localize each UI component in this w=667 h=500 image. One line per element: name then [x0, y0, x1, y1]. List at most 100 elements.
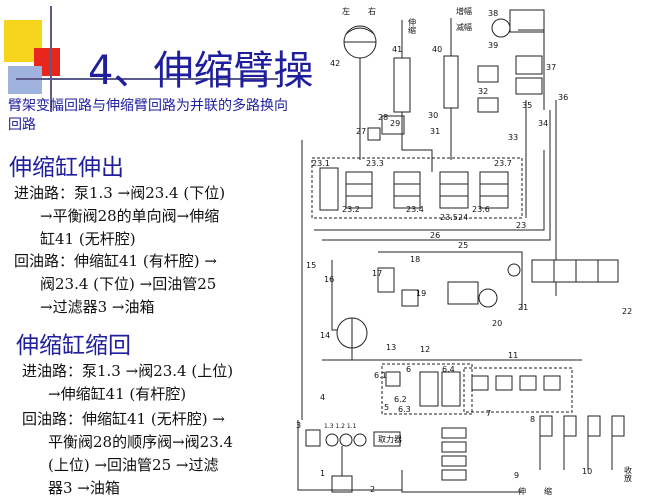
num-21: 21 [518, 303, 528, 312]
num-7: 7 [486, 409, 491, 418]
num-40: 40 [432, 45, 442, 54]
num-17: 17 [372, 269, 382, 278]
num-15: 15 [306, 261, 316, 270]
num-23-1: 23.1 [312, 159, 330, 168]
num-8: 8 [530, 415, 535, 424]
telescopic-directional-valve [439, 171, 469, 209]
extend-supply-line1: 进油路：泵1.3 →阀23.4 (下位) [14, 184, 226, 202]
num-33: 33 [508, 133, 518, 142]
num-6-3: 6.3 [398, 405, 411, 414]
num-42: 42 [330, 59, 340, 68]
label-right: 右 [368, 6, 376, 16]
num-5: 5 [384, 403, 389, 412]
num-34: 34 [538, 119, 548, 128]
num-6: 6 [406, 365, 411, 374]
num-31: 31 [430, 127, 440, 136]
retract-supply-line1: 进油路：泵1.3 →阀23.4 (上位) [22, 362, 234, 380]
hydraulic-schematic: 左 右 伸缩 增幅 减幅 42 41 40 38 39 37 29 28 27 … [296, 6, 633, 496]
pump-1 [325, 433, 339, 447]
extend-supply-line3: 缸41 (无杆腔) [40, 230, 136, 248]
num-13: 13 [386, 343, 396, 352]
solenoid-valve [531, 259, 619, 283]
num-38: 38 [488, 9, 498, 18]
num-37: 37 [546, 63, 556, 72]
pump-numbers: 1.3 1.2 1.1 [324, 423, 357, 430]
num-23-4: 23.4 [406, 205, 424, 214]
label-extend-bottom: 伸 [518, 486, 526, 496]
num-11: 11 [508, 351, 518, 360]
decor-horizontal-line [16, 78, 278, 80]
retract-heading: 伸缩缸缩回 [16, 333, 131, 359]
balance-valve [381, 115, 405, 135]
multiway-valve-block [311, 157, 523, 219]
extend-return-line1: 回油路：伸缩缸41 (有杆腔) → [14, 252, 217, 270]
num-41: 41 [392, 45, 402, 54]
extend-supply-path: 进油路：泵1.3 →阀23.4 (下位) →平衡阀28的单向阀→伸缩 缸41 (… [14, 182, 284, 251]
decor-vertical-line [50, 6, 52, 112]
num-9: 9 [514, 471, 519, 480]
retract-return-line2: 平衡阀28的顺序阀→阀23.4 [48, 433, 234, 451]
num-25: 25 [458, 241, 468, 250]
extend-supply-line2: →平衡阀28的单向阀→伸缩 [40, 207, 220, 225]
num-6-1: 6.1 [374, 371, 387, 380]
pto-box [373, 431, 401, 447]
filter [305, 429, 321, 447]
intro-text: 臂架变幅回路与伸缩臂回路为并联的多路换向回路 [8, 98, 288, 133]
num-20: 20 [492, 319, 502, 328]
winch-block [509, 9, 545, 33]
retract-return-line4: 器3 →油箱 [48, 479, 120, 497]
num-14: 14 [320, 331, 330, 340]
num-26: 26 [430, 231, 440, 240]
num-23-2: 23.2 [342, 205, 360, 214]
label-retract-bottom: 缩 [544, 486, 552, 496]
luffing-cylinder [443, 55, 459, 109]
num-23: 23 [516, 221, 526, 230]
pump-3 [353, 433, 367, 447]
label-retract-vertical: 收放 [624, 465, 633, 483]
label-luffing-down: 减幅 [456, 22, 472, 32]
extend-heading: 伸缩缸伸出 [9, 155, 124, 181]
num-6-4: 6.4 [442, 365, 455, 374]
num-10: 10 [582, 467, 592, 476]
label-luffing-up: 增幅 [456, 6, 472, 16]
outrigger-selector-block [463, 367, 573, 413]
retract-return-line3: (上位) →回油管25 →过滤 [48, 456, 219, 474]
num-39: 39 [488, 41, 498, 50]
telescopic-cylinder [393, 57, 411, 113]
num-30: 30 [428, 111, 438, 120]
retract-supply-path: 进油路：泵1.3 →阀23.4 (上位) →伸缩缸41 (有杆腔) [22, 360, 292, 406]
num-35: 35 [522, 101, 532, 110]
extend-return-line2: 阀23.4 (下位) →回油管25 [40, 275, 217, 293]
num-32: 32 [478, 87, 488, 96]
retract-return-path: 回油路：伸缩缸41 (无杆腔) → 平衡阀28的顺序阀→阀23.4 (上位) →… [22, 408, 292, 500]
decor-blue-square [8, 66, 42, 94]
num-36: 36 [558, 93, 568, 102]
num-16: 16 [324, 275, 334, 284]
retract-return-line1: 回油路：伸缩缸41 (无杆腔) → [22, 410, 225, 428]
pto-label: 取力器 [378, 434, 402, 444]
label-left: 左 [342, 6, 350, 16]
num-2: 2 [370, 485, 375, 494]
relief-valve [377, 267, 395, 293]
num-24: 24 [458, 213, 468, 222]
motor-arrow [345, 27, 375, 35]
num-18: 18 [410, 255, 420, 264]
pump-2 [339, 433, 353, 447]
num-29: 29 [390, 119, 400, 128]
num-19: 19 [416, 289, 426, 298]
num-1: 1 [320, 469, 325, 478]
extend-return-path: 回油路：伸缩缸41 (有杆腔) → 阀23.4 (下位) →回油管25 →过滤器… [14, 250, 284, 319]
num-6-2: 6.2 [394, 395, 407, 404]
num-23-3: 23.3 [366, 159, 384, 168]
num-28: 28 [378, 113, 388, 122]
num-23-6: 23.6 [472, 205, 490, 214]
num-22: 22 [622, 307, 632, 316]
num-4: 4 [320, 393, 325, 402]
num-23-7: 23.7 [494, 159, 512, 168]
num-23-5: 23.5 [440, 213, 458, 222]
num-12: 12 [420, 345, 430, 354]
label-extend-word: 伸缩 [408, 17, 417, 35]
extend-return-line3: →过滤器3 →油箱 [40, 298, 155, 316]
num-27: 27 [356, 127, 366, 136]
slide-title: 4、伸缩臂操 [88, 48, 314, 94]
